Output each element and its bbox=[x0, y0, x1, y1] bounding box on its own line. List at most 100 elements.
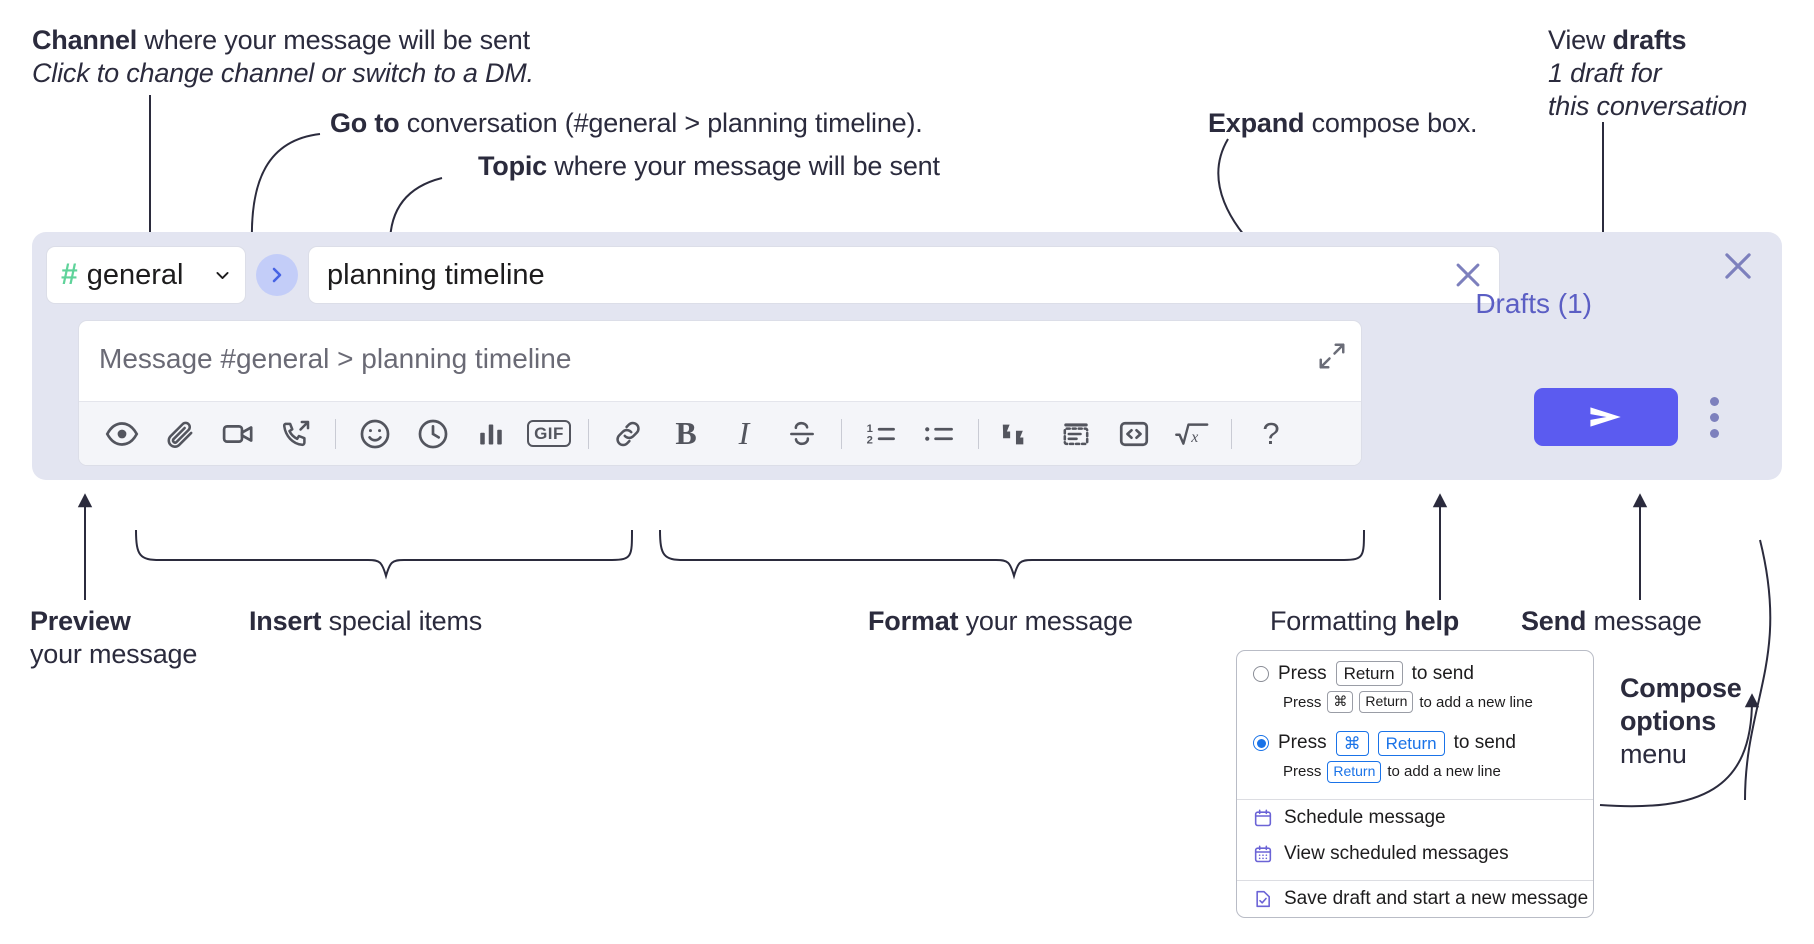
annotation-topic-strong: Topic bbox=[478, 151, 547, 181]
bold-icon[interactable]: B bbox=[657, 411, 715, 457]
drafts-link[interactable]: Drafts (1) bbox=[1475, 288, 1592, 319]
formatting-toolbar: GIF B I 1 bbox=[79, 401, 1361, 465]
annotation-channel: Channel where your message will be sent … bbox=[32, 24, 534, 90]
gif-icon[interactable]: GIF bbox=[520, 411, 578, 457]
ordered-list-icon[interactable]: 1 2 bbox=[852, 411, 910, 457]
blockquote-icon[interactable] bbox=[989, 411, 1047, 457]
clock-icon[interactable] bbox=[404, 411, 462, 457]
italic-icon[interactable]: I bbox=[715, 411, 773, 457]
inline-code-icon[interactable] bbox=[1105, 411, 1163, 457]
option1-sub-pre: Press bbox=[1283, 693, 1322, 711]
svg-text:2: 2 bbox=[867, 434, 873, 446]
go-to-conversation-button[interactable] bbox=[256, 254, 298, 296]
message-input[interactable]: Message #general > planning timeline bbox=[99, 343, 572, 374]
kebab-dot bbox=[1709, 412, 1719, 422]
option2-pre: Press bbox=[1278, 732, 1327, 754]
kbd-return: Return bbox=[1335, 661, 1403, 687]
chevron-down-icon bbox=[216, 271, 229, 279]
calendar-grid-icon bbox=[1254, 845, 1272, 862]
annotation-channel-rest: where your message will be sent bbox=[137, 25, 530, 55]
toolbar-divider bbox=[978, 418, 979, 449]
code-block-icon[interactable] bbox=[1047, 411, 1105, 457]
annotation-help-strong: help bbox=[1404, 606, 1460, 636]
math-icon[interactable]: x bbox=[1163, 411, 1221, 457]
menu-divider bbox=[1237, 879, 1593, 881]
option2-sub-pre: Press bbox=[1283, 763, 1322, 781]
toolbar-divider bbox=[841, 418, 842, 449]
gif-label: GIF bbox=[527, 420, 571, 447]
annotation-topic: Topic where your message will be sent bbox=[478, 150, 940, 183]
toolbar-divider bbox=[1231, 418, 1232, 449]
link-icon[interactable] bbox=[599, 411, 657, 457]
option2-sub-post: to add a new line bbox=[1387, 763, 1501, 781]
annotation-drafts-italic1: 1 draft for bbox=[1548, 57, 1662, 88]
kbd-command: ⌘ bbox=[1327, 691, 1354, 713]
compose-box: # general planning timeline Message #gen… bbox=[32, 232, 1782, 480]
poll-icon[interactable] bbox=[462, 411, 520, 457]
send-button[interactable] bbox=[1534, 388, 1678, 446]
annotation-goto: Go to conversation (#general > planning … bbox=[330, 107, 923, 140]
expand-icon[interactable] bbox=[1317, 341, 1347, 371]
menu-item-schedule-message[interactable]: Schedule message bbox=[1237, 800, 1593, 836]
option2-post: to send bbox=[1453, 732, 1516, 754]
annotation-drafts: View drafts 1 draft for this conversatio… bbox=[1548, 24, 1747, 123]
annotation-help-plain: Formatting bbox=[1270, 606, 1405, 636]
annotation-insert-strong: Insert bbox=[249, 606, 322, 636]
annotation-format-strong: Format bbox=[868, 606, 959, 636]
preview-icon[interactable] bbox=[93, 411, 151, 457]
annotation-preview: Preview your message bbox=[30, 605, 197, 671]
svg-text:x: x bbox=[1190, 429, 1198, 446]
compose-header-row: # general planning timeline bbox=[46, 246, 1500, 304]
menu-item-save-draft[interactable]: Save draft and start a new message bbox=[1237, 881, 1593, 917]
compose-options-button[interactable] bbox=[1700, 395, 1728, 439]
send-option-return[interactable]: Press Return to send Press ⌘ Return to a… bbox=[1237, 651, 1593, 721]
emoji-icon[interactable] bbox=[346, 411, 404, 457]
strikethrough-icon[interactable] bbox=[773, 411, 831, 457]
annotation-compose-line3: menu bbox=[1620, 738, 1687, 769]
kbd-return: Return bbox=[1377, 730, 1445, 756]
help-label: ? bbox=[1262, 415, 1280, 451]
radio-return[interactable] bbox=[1253, 665, 1269, 682]
kbd-return: Return bbox=[1359, 691, 1414, 713]
menu-item-label: Schedule message bbox=[1284, 806, 1446, 828]
annotation-expand: Expand compose box. bbox=[1208, 107, 1478, 140]
annotation-format: Format your message bbox=[868, 605, 1133, 638]
annotation-compose-options: Compose options menu bbox=[1620, 672, 1742, 771]
call-icon[interactable] bbox=[267, 411, 325, 457]
annotation-expand-rest: compose box. bbox=[1304, 108, 1478, 138]
send-icon bbox=[1590, 407, 1621, 427]
annotation-channel-strong: Channel bbox=[32, 25, 138, 55]
bulleted-list-icon[interactable] bbox=[910, 411, 968, 457]
save-draft-icon bbox=[1256, 890, 1270, 907]
close-icon[interactable] bbox=[1451, 258, 1485, 292]
annotation-send: Send message bbox=[1521, 605, 1702, 638]
menu-item-view-scheduled-messages[interactable]: View scheduled messages bbox=[1237, 836, 1593, 872]
annotation-send-strong: Send bbox=[1521, 606, 1587, 636]
help-icon[interactable]: ? bbox=[1242, 411, 1300, 457]
topic-input-wrapper[interactable]: planning timeline bbox=[308, 246, 1500, 304]
annotation-goto-strong: Go to bbox=[330, 108, 400, 138]
annotation-drafts-strong: drafts bbox=[1612, 25, 1687, 55]
italic-label: I bbox=[738, 415, 750, 451]
message-input-card: Message #general > planning timeline bbox=[78, 320, 1362, 466]
send-option-cmd-return[interactable]: Press ⌘ Return to send Press Return to a… bbox=[1237, 721, 1593, 791]
close-icon[interactable] bbox=[1720, 248, 1756, 284]
annotation-expand-strong: Expand bbox=[1208, 108, 1305, 138]
annotation-preview-line2: your message bbox=[30, 638, 198, 669]
annotation-topic-rest: where your message will be sent bbox=[547, 151, 940, 181]
toolbar-divider bbox=[588, 418, 589, 449]
chevron-right-icon bbox=[272, 267, 282, 283]
channel-selector[interactable]: # general bbox=[46, 246, 246, 304]
compose-options-menu: Press Return to send Press ⌘ Return to a… bbox=[1236, 650, 1594, 918]
topic-input[interactable]: planning timeline bbox=[327, 258, 545, 291]
menu-item-label: Save draft and start a new message bbox=[1284, 887, 1589, 909]
option1-sub-post: to add a new line bbox=[1419, 693, 1533, 711]
annotation-insert: Insert special items bbox=[249, 605, 482, 638]
video-icon[interactable] bbox=[209, 411, 267, 457]
attachment-icon[interactable] bbox=[151, 411, 209, 457]
annotation-formatting-help: Formatting help bbox=[1270, 605, 1459, 638]
svg-text:1: 1 bbox=[867, 423, 873, 435]
radio-cmd-return[interactable] bbox=[1253, 735, 1269, 752]
annotation-preview-strong: Preview bbox=[30, 606, 131, 636]
